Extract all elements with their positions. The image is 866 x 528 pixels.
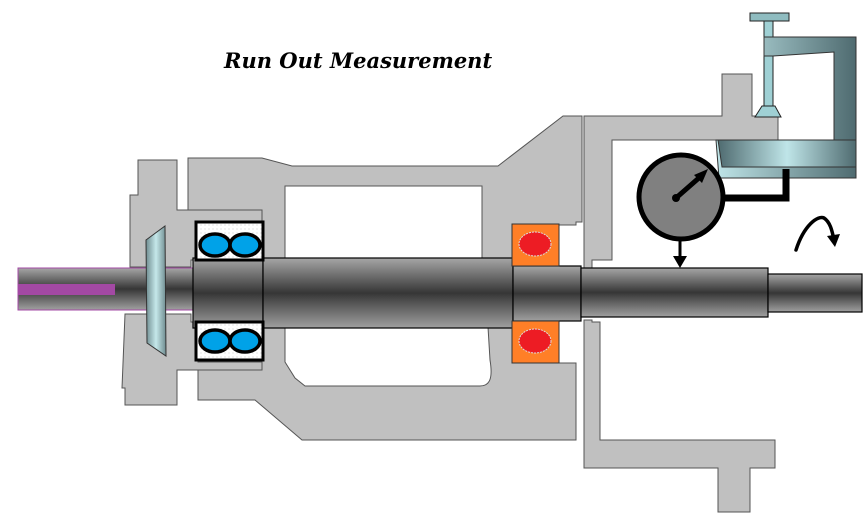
c-clamp-icon (715, 12, 857, 179)
curved-arrow-icon (794, 215, 840, 252)
dial-gauge-icon (636, 152, 790, 268)
dial-indicator-arm (718, 169, 790, 202)
bearing-ball (198, 328, 232, 354)
dial-face (636, 152, 726, 242)
radial-bearing-lower (511, 320, 560, 364)
bearing-roller (518, 328, 552, 354)
ball-bearing-lower (194, 320, 265, 362)
adapter-bracket-lower (583, 319, 776, 513)
shaft-bearing-journal-left (192, 257, 264, 329)
dial-needle (673, 174, 703, 201)
oil-flinger-disc (145, 225, 167, 357)
radial-bearing-upper (511, 223, 560, 267)
keyway-slot (18, 284, 115, 295)
bearing-roller (518, 231, 552, 257)
shaft-center-section (262, 257, 514, 329)
bearing-housing-lower (197, 321, 577, 441)
bearing-ball (228, 328, 262, 354)
clamp-handle (749, 12, 790, 22)
shaft-bearing-journal-right (512, 265, 582, 322)
shaft-impeller-end (767, 273, 863, 313)
clamp-screw (763, 20, 774, 109)
bearing-ball (198, 232, 232, 258)
clamp-jaw (717, 139, 857, 168)
ball-bearing-upper (194, 220, 265, 262)
diagram-title: Run Out Measurement (223, 48, 492, 73)
shaft-measurement-section (580, 267, 769, 318)
clamp-swivel-pad (754, 105, 782, 118)
plunger-arrow-icon (673, 256, 687, 268)
bearing-ball (228, 232, 262, 258)
